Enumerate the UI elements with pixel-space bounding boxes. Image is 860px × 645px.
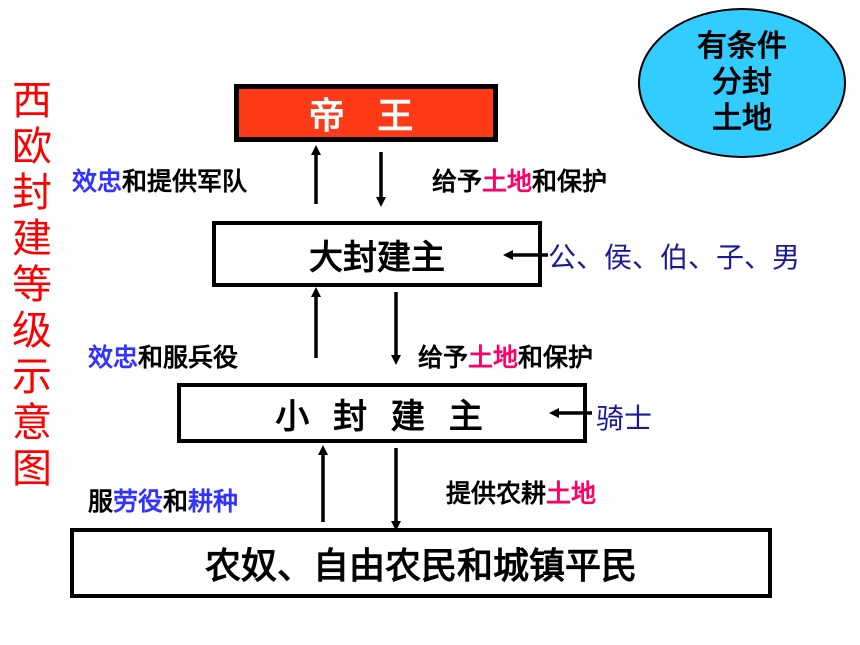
rank-lesser-lords: 骑士 xyxy=(596,402,653,435)
emperor-box: 帝 王 xyxy=(234,84,498,142)
title-char: 欧 xyxy=(12,124,52,170)
title-char: 西 xyxy=(12,78,52,124)
lesser-lords-box: 小 封 建 主 xyxy=(177,383,587,443)
ellipse-line: 有条件 xyxy=(697,29,787,64)
label-down-1: 给予土地和保护 xyxy=(432,167,608,196)
ellipse-line: 分封 xyxy=(712,65,772,100)
title-char: 建 xyxy=(12,216,52,262)
great-lords-label: 大封建主 xyxy=(309,237,445,278)
title-char: 封 xyxy=(12,170,52,216)
label-down-2: 给予土地和保护 xyxy=(418,343,594,372)
title-char: 意 xyxy=(12,400,52,446)
peasants-box: 农奴、自由农民和城镇平民 xyxy=(70,528,772,598)
label-down-3: 提供农耕土地 xyxy=(446,479,597,508)
title-char: 示 xyxy=(12,354,52,400)
great-lords-box: 大封建主 xyxy=(212,221,542,287)
emperor-label: 帝 王 xyxy=(308,96,424,137)
title-char: 级 xyxy=(12,308,52,354)
rank-great-lords: 公、侯、伯、子、男 xyxy=(548,241,801,274)
label-up-1: 效忠和提供军队 xyxy=(72,167,248,196)
ellipse-line: 土地 xyxy=(712,101,772,136)
title-char: 图 xyxy=(12,446,52,492)
label-up-2: 效忠和服兵役 xyxy=(88,343,239,372)
label-up-3: 服劳役和耕种 xyxy=(88,487,239,516)
peasants-label: 农奴、自由农民和城镇平民 xyxy=(204,546,637,587)
vertical-title: 西 欧 封 建 等 级 示 意 图 xyxy=(8,78,56,492)
lesser-lords-label: 小 封 建 主 xyxy=(275,396,489,437)
title-char: 等 xyxy=(12,262,52,308)
conditional-land-ellipse: 有条件 分封 土地 xyxy=(638,8,846,158)
